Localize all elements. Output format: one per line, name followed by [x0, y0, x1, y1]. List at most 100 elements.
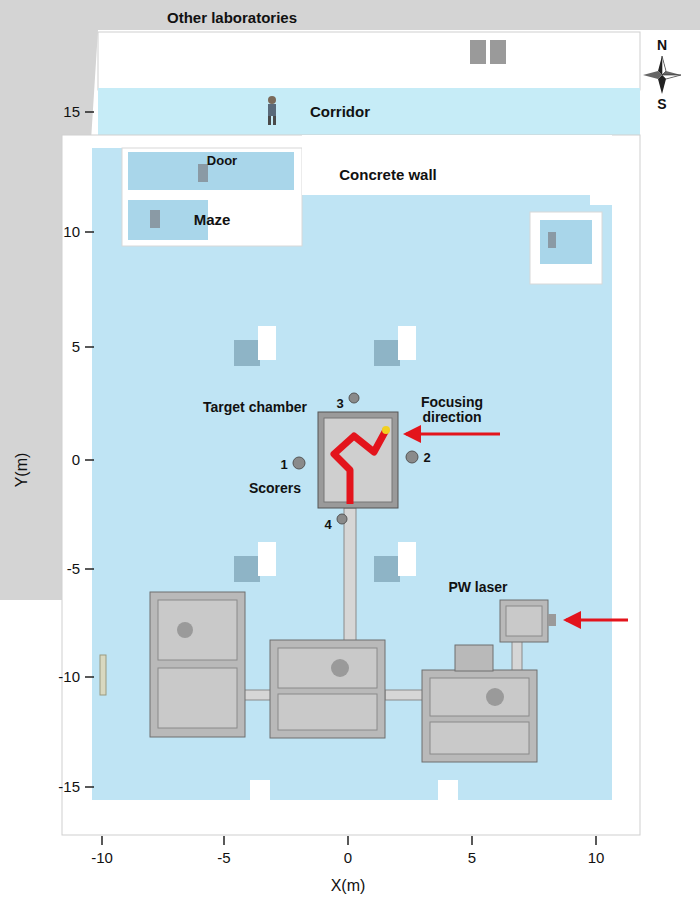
axis-tick-label: -10 — [58, 669, 80, 686]
axis-tick-label: 10 — [588, 850, 605, 867]
callout-number: 4 — [324, 518, 331, 532]
maze-walls — [198, 164, 208, 182]
axis-title: X(m) — [331, 877, 366, 895]
pillars — [100, 326, 458, 802]
axis-tick-label: 15 — [63, 104, 80, 121]
scorer-detectors — [293, 393, 418, 524]
person — [268, 116, 271, 125]
axis-tick-label: 0 — [72, 452, 80, 469]
axis-tick-label: 5 — [72, 339, 80, 356]
laser-equipment — [422, 670, 537, 762]
laser-equipment — [278, 694, 377, 730]
red-arrows — [566, 619, 628, 622]
axis-title: Y(m) — [13, 453, 31, 488]
beam-tube — [344, 508, 356, 648]
building — [490, 40, 506, 64]
laser-equipment — [150, 592, 556, 762]
axis-tick-label: -5 — [217, 850, 230, 867]
laser-equipment — [500, 600, 548, 642]
axis-ticks — [85, 111, 94, 113]
laser-equipment — [455, 645, 493, 671]
laser-equipment — [430, 678, 529, 716]
axis-tick-label: 10 — [63, 224, 80, 241]
laser-equipment — [150, 592, 245, 737]
axis-ticks — [85, 112, 596, 845]
target-chamber — [318, 412, 398, 508]
axis-ticks — [85, 459, 94, 461]
concrete-wall — [530, 212, 602, 284]
concrete-wall — [590, 135, 612, 205]
building — [92, 195, 612, 800]
scorer-detectors — [406, 451, 418, 463]
area-label: Door — [207, 154, 237, 168]
maze-walls — [150, 210, 160, 228]
axis-tick-label: -5 — [67, 561, 80, 578]
person — [273, 116, 276, 125]
laser-equipment — [270, 640, 385, 738]
concrete-wall — [302, 135, 612, 284]
person — [268, 96, 276, 104]
target-chamber — [334, 430, 386, 504]
target-chamber — [318, 412, 398, 508]
area-label: Concrete wall — [339, 167, 437, 184]
person — [268, 96, 276, 125]
scorer-detectors — [349, 393, 359, 403]
compass — [662, 56, 666, 75]
laser-equipment — [506, 606, 542, 636]
red-arrows — [406, 433, 500, 436]
area-label: Target chamber — [203, 400, 307, 415]
axis-ticks — [595, 836, 597, 845]
building — [62, 135, 640, 835]
concrete-wall — [548, 232, 556, 248]
callout-number: 2 — [423, 451, 430, 465]
beam-tube — [385, 690, 423, 700]
axis-ticks — [85, 568, 94, 570]
maze-walls — [122, 148, 302, 246]
area-label: PW laser — [448, 580, 507, 595]
pillars — [250, 780, 270, 802]
pillars — [398, 542, 416, 576]
pillars — [100, 655, 106, 695]
area-label: Other laboratories — [167, 10, 297, 27]
building — [470, 40, 486, 64]
person — [268, 104, 276, 116]
axis-tick-label: -10 — [91, 850, 113, 867]
laser-equipment — [177, 622, 193, 638]
pillars — [438, 780, 458, 802]
compass — [643, 71, 662, 79]
red-arrows — [406, 434, 628, 620]
area-label: Focusing direction — [410, 395, 494, 426]
axis-tick-label: 5 — [468, 850, 476, 867]
pillars — [234, 340, 260, 366]
axis-ticks — [101, 836, 103, 845]
axis-ticks — [347, 836, 349, 845]
pillars — [258, 542, 276, 576]
pillars — [398, 326, 416, 360]
concrete-wall — [302, 135, 592, 195]
axis-ticks — [85, 346, 94, 348]
building — [98, 88, 640, 135]
pillars — [374, 556, 400, 582]
laser-equipment — [548, 614, 556, 626]
axis-ticks — [471, 836, 473, 845]
callout-number: 1 — [280, 458, 287, 472]
laser-equipment — [158, 600, 237, 660]
scorer-detectors — [293, 457, 305, 469]
area-label: Maze — [194, 212, 231, 229]
axis-tick-label: -15 — [58, 779, 80, 796]
area-label: Corridor — [310, 104, 370, 121]
building — [98, 32, 640, 90]
axis-ticks — [85, 786, 94, 788]
maze-walls — [128, 152, 294, 190]
compass — [662, 75, 681, 79]
laser-equipment — [331, 659, 349, 677]
compass — [643, 56, 681, 94]
callout-number: 3 — [336, 397, 343, 411]
building — [92, 148, 302, 248]
pillars — [374, 340, 400, 366]
laser-equipment — [486, 688, 504, 706]
pillars — [234, 556, 260, 582]
compass — [658, 56, 666, 75]
